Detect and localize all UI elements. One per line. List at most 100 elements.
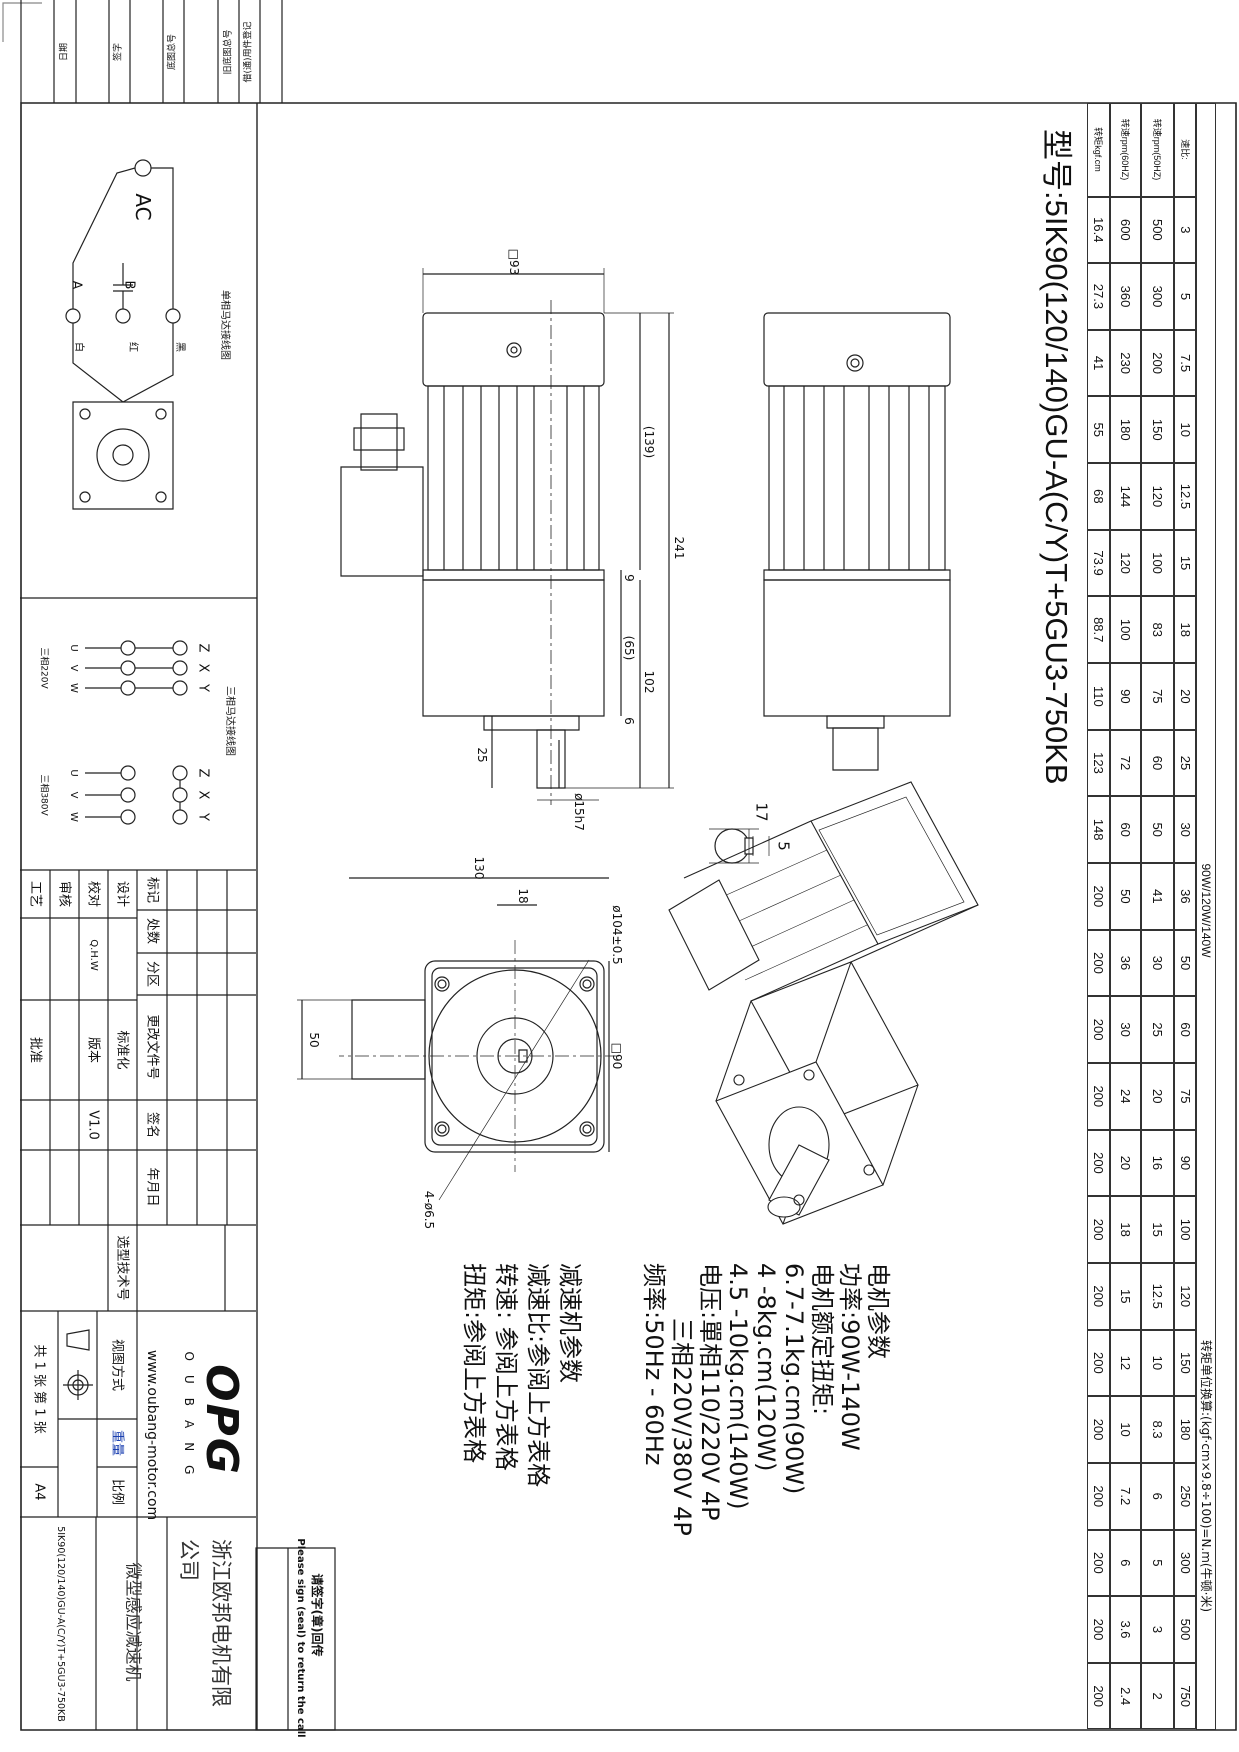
label-count: 处数 [144, 917, 160, 945]
table-cell-torque: 200 [1087, 1396, 1111, 1463]
table-cell-rpm_50hz: 12.5 [1141, 1262, 1175, 1330]
label-standardize: 标准化 [114, 1030, 130, 1070]
company-name-2: 公司 [177, 1539, 201, 1581]
param-frequency: 频率:50Hz - 60Hz [640, 1263, 668, 1466]
dim-9: 9 [622, 574, 636, 582]
table-cell-rpm_60hz: 100 [1110, 596, 1142, 664]
table-cell-rpm_60hz: 36 [1110, 929, 1142, 997]
param-torque: 扭矩:参阅上方表格 [460, 1263, 488, 1464]
table-cell-ratio: 250 [1174, 1462, 1197, 1530]
frame [3, 3, 1236, 1730]
dim-241: 241 [672, 536, 686, 560]
table-cell-torque: 200 [1087, 1529, 1111, 1597]
table-cell-rpm_50hz: 2 [1141, 1662, 1175, 1730]
label-mark: 标记 [144, 876, 160, 904]
table-cell-rpm_60hz: 120 [1110, 529, 1142, 597]
table-cell-torque: 68 [1087, 463, 1111, 530]
param-speed: 转速: 参阅上方表格 [492, 1263, 520, 1471]
paper-size: A4 [31, 1483, 47, 1501]
table-cell-rpm_60hz: 60 [1110, 796, 1142, 863]
table-cell-ratio: 300 [1174, 1529, 1197, 1597]
sheet-count: 共 1 张 第 1 张 [31, 1344, 47, 1434]
single-phase-title: 单相马达接线图 [219, 290, 230, 360]
dim-65: (65) [622, 635, 636, 661]
label-weight: 重量 [109, 1429, 125, 1457]
table-cell-rpm_50hz: 25 [1141, 996, 1175, 1063]
wire-black-label: 黑 [174, 342, 185, 352]
table-cell-torque: 110 [1087, 663, 1111, 730]
table-cell-torque: 200 [1087, 1329, 1111, 1397]
table-cell-rpm_60hz: 600 [1110, 196, 1142, 264]
terminal-v-220: V [68, 664, 79, 672]
table-cell-rpm_60hz: 10 [1110, 1396, 1142, 1463]
table-cell-ratio: 15 [1174, 529, 1197, 597]
product-name: 微型感应减速机 [122, 1562, 143, 1682]
table-cell-torque: 200 [1087, 1129, 1111, 1197]
table-cell-rpm_50hz: 120 [1141, 463, 1175, 530]
dim-square-90: □90 [610, 1042, 624, 1070]
param-torque-140w: 4.5 -10kg.cm(140W) [724, 1263, 752, 1510]
terminal-w-220: W [68, 683, 79, 693]
table-cell-ratio: 750 [1174, 1662, 1197, 1730]
dim-50: 50 [307, 1032, 321, 1048]
sign-request-cn: 请签字(章)回传 [310, 1573, 324, 1657]
table-cell-rpm_50hz: 3 [1141, 1596, 1175, 1663]
param-torque-90w: 6.7-7.1kg.cm(90W) [780, 1263, 808, 1495]
table-cell-ratio: 150 [1174, 1329, 1197, 1397]
table-cell-ratio: 500 [1174, 1596, 1197, 1663]
table-cell-rpm_50hz: 300 [1141, 263, 1175, 330]
strip-base-no: 底图总号 [167, 33, 178, 71]
single-phase-wiring [20, 103, 641, 598]
key-detail-drawing [709, 829, 769, 863]
table-cell-rpm_60hz: 6 [1110, 1529, 1142, 1597]
param-torque-120w: 4 -8kg.cm(120W) [752, 1263, 780, 1472]
table-cell-torque: 16.4 [1087, 196, 1111, 264]
dim-18: 18 [516, 888, 530, 904]
strip-date: 日期 [59, 42, 70, 62]
table-cell-rpm_60hz: 230 [1110, 329, 1142, 397]
row-label: 转矩kgf.cm [1087, 102, 1111, 197]
table-cell-rpm_60hz: 180 [1110, 396, 1142, 464]
label-design: 设计 [114, 880, 130, 908]
table-cell-rpm_60hz: 12 [1110, 1329, 1142, 1397]
table-cell-torque: 123 [1087, 729, 1111, 797]
table-cell-rpm_50hz: 75 [1141, 663, 1175, 730]
table-cell-ratio: 7.5 [1174, 329, 1197, 397]
table-cell-rpm_60hz: 360 [1110, 263, 1142, 330]
dim-square-93: □93 [507, 248, 521, 276]
label-sign: 签名 [144, 1111, 160, 1139]
table-cell-rpm_60hz: 20 [1110, 1129, 1142, 1197]
table-cell-rpm_50hz: 10 [1141, 1329, 1175, 1397]
brand-name: OUBANG [182, 1351, 196, 1489]
dim-pcd: ø104±0.5 [610, 905, 624, 965]
table-cell-torque: 148 [1087, 796, 1111, 863]
front-view-drawing [764, 313, 950, 770]
label-approve: 批准 [27, 1036, 43, 1064]
table-cell-ratio: 90 [1174, 1129, 1197, 1197]
table-cell-torque: 200 [1087, 863, 1111, 930]
table-cell-rpm_50hz: 100 [1141, 529, 1175, 597]
table-cell-rpm_60hz: 50 [1110, 863, 1142, 930]
terminal-z-380: Z [195, 768, 211, 778]
table-cell-rpm_60hz: 15 [1110, 1262, 1142, 1330]
table-cell-ratio: 25 [1174, 729, 1197, 797]
dim-139: (139) [642, 425, 656, 459]
table-cell-torque: 27.3 [1087, 263, 1111, 330]
wire-white-label: 白 [73, 342, 84, 352]
table-cell-rpm_60hz: 3.6 [1110, 1596, 1142, 1663]
dim-6: 6 [622, 717, 636, 725]
label-craft: 工艺 [27, 880, 43, 908]
dim-25: 25 [475, 747, 489, 763]
label-version: 版本 [85, 1036, 101, 1064]
table-cell-ratio: 75 [1174, 1062, 1197, 1130]
label-check: 校对 [85, 880, 101, 908]
param-rated-torque: 电机额定扭矩: [808, 1263, 836, 1416]
param-voltage-single: 电压:單相110/220V 4P [696, 1263, 724, 1521]
table-cell-rpm_50hz: 8.3 [1141, 1396, 1175, 1463]
table-cell-ratio: 36 [1174, 863, 1197, 930]
table-cell-torque: 88.7 [1087, 596, 1111, 664]
table-cell-ratio: 10 [1174, 396, 1197, 464]
table-cell-ratio: 30 [1174, 796, 1197, 863]
param-voltage-three: 三相220V/380V 4P [668, 1318, 696, 1536]
